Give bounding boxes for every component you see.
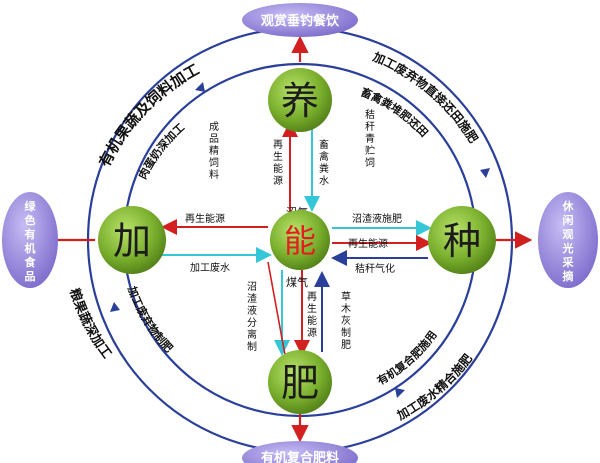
flow-h-left-bot: 加工废水 <box>190 261 230 274</box>
outRight-char: 休 <box>562 199 575 213</box>
v-top-left-char: 成 <box>209 121 219 133</box>
outRight-char: 闲 <box>563 213 574 227</box>
v-mid-top-left-char: 生 <box>273 150 283 163</box>
node-center: 能 <box>270 210 330 270</box>
outRight-char: 摘 <box>563 269 574 283</box>
v-mid-bot-mid-char: 再 <box>307 291 317 303</box>
v-mid-top-left-char: 能 <box>273 162 283 175</box>
v-mid-bot-right-char: 肥 <box>341 339 351 351</box>
node-right-label: 种 <box>443 219 481 263</box>
v-mid-bot-right-char: 制 <box>341 326 351 339</box>
v-mid-top-right-char: 水 <box>319 175 329 187</box>
flow-near-bottom: 煤气 <box>286 275 308 289</box>
output-bottom-label: 有机复合肥料 <box>261 450 339 463</box>
node-bottom: 肥 <box>268 350 332 414</box>
v-mid-top-left-char: 再 <box>273 139 283 151</box>
arc-top-left-outer: 有机果蔬及饲料加工 <box>95 60 202 169</box>
arc-bottom-left-inner: 加工废弃物制肥 <box>125 283 175 355</box>
v-mid-bot-left-char: 渣 <box>247 292 257 305</box>
flow-h-right-top: 沼渣液施肥 <box>352 212 402 225</box>
outRight-char: 采 <box>562 255 575 269</box>
outLeft-char: 食 <box>25 255 37 269</box>
v-mid-bot-left-char: 沼 <box>247 280 257 293</box>
v-mid-top-right-char: 禽 <box>319 150 329 163</box>
v-mid-top-left-char: 源 <box>273 174 283 187</box>
node-right: 种 <box>428 206 496 274</box>
flow-labels: 再生能源 加工废水 沼渣液施肥 再生能源 秸秆气化 沼气 煤气 <box>185 205 402 289</box>
node-center-label: 能 <box>284 222 316 260</box>
v-top-right-char: 贮 <box>365 144 375 157</box>
v-mid-bot-right-char: 灰 <box>341 314 351 327</box>
node-top: 养 <box>268 68 332 132</box>
v-mid-top-right-char: 粪 <box>319 162 329 175</box>
v-top-left-char: 饲 <box>209 156 219 169</box>
v-mid-bot-left-char: 离 <box>247 328 257 341</box>
v-top-left-char: 料 <box>209 168 219 181</box>
v-mid-bot-left-char: 液 <box>247 304 257 317</box>
output-top-label: 观赏垂钓餐饮 <box>261 13 340 29</box>
v-top-left-char: 品 <box>209 133 219 145</box>
node-bottom-label: 肥 <box>281 361 319 405</box>
ring-arrows <box>110 82 490 398</box>
node-top-label: 养 <box>281 79 319 123</box>
v-mid-top-right-char: 畜 <box>319 138 329 151</box>
flow-h-right-bot: 秸秆气化 <box>355 262 395 275</box>
v-mid-bot-left-char: 分 <box>247 317 257 329</box>
outLeft-char: 有 <box>25 227 36 241</box>
node-left: 加 <box>98 206 166 274</box>
v-top-right-char: 秆 <box>365 120 375 133</box>
outRight-char: 光 <box>562 241 574 255</box>
v-mid-bot-right-char: 草 <box>341 291 351 303</box>
v-top-right-char: 青 <box>365 132 375 145</box>
v-mid-bot-mid-char: 源 <box>307 326 317 339</box>
v-top-right-char: 秸 <box>365 108 375 121</box>
arc-bottom-left-outer: 粮果蔬深加工 <box>66 286 114 361</box>
v-mid-bot-left-char: 制 <box>247 340 257 353</box>
output-top: 观赏垂钓餐饮 <box>242 3 358 37</box>
flow-v-mid-bot-mid: 再生能源 <box>307 291 317 339</box>
flow-h-left-top: 再生能源 <box>185 212 225 225</box>
output-bottom: 有机复合肥料 <box>242 441 358 463</box>
axis-arrows <box>35 35 533 443</box>
outLeft-char: 色 <box>25 213 36 227</box>
outLeft-char: 机 <box>25 241 36 255</box>
v-mid-bot-mid-char: 生 <box>307 302 317 315</box>
arc-top-left-inner: 肉蛋奶深加工 <box>135 121 187 182</box>
node-left-label: 加 <box>113 219 151 263</box>
v-mid-bot-right-char: 木 <box>341 303 351 315</box>
flow-h-right-mid: 再生能源 <box>348 237 388 250</box>
v-top-right-char: 饲 <box>365 156 375 169</box>
outLeft-char: 品 <box>25 270 36 283</box>
outLeft-char: 绿 <box>25 199 37 213</box>
v-top-left-char: 精 <box>209 144 219 157</box>
outRight-char: 观 <box>563 228 574 241</box>
flow-v-mid-top-left: 再生能源 <box>273 139 283 187</box>
v-mid-bot-mid-char: 能 <box>307 314 317 327</box>
